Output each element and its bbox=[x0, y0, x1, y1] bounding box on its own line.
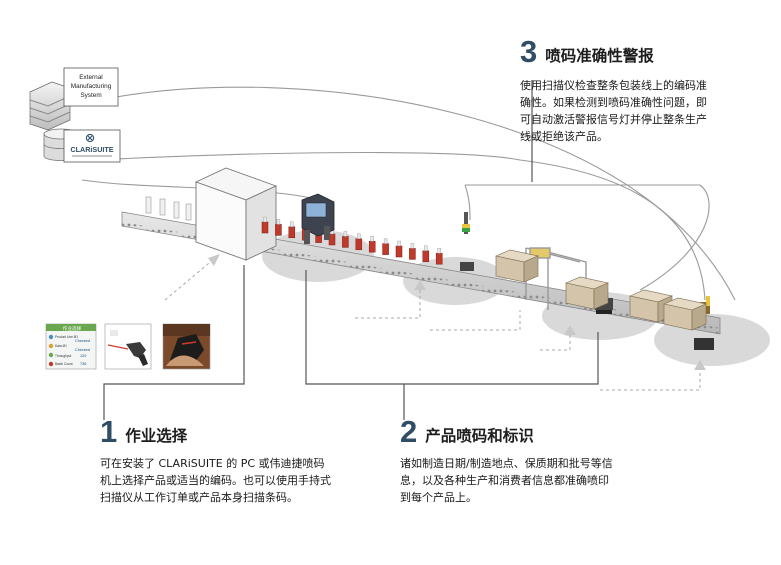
screen-value-4: 736 bbox=[80, 362, 86, 366]
step-2-number: 2 bbox=[400, 414, 418, 449]
step-1-description-line: 可在安装了 CLARiSUITE 的 PC 或伟迪捷喷码 bbox=[100, 457, 325, 470]
bottle bbox=[355, 233, 363, 251]
screen-value-1: Checked bbox=[75, 339, 90, 343]
step-1-number: 1 bbox=[100, 414, 118, 449]
step-3-description-line: 使用扫描仪检查整条包装线上的编码准 bbox=[520, 79, 707, 92]
bottle bbox=[288, 221, 296, 239]
step-3-description-line: 线或拒绝该产品。 bbox=[520, 130, 608, 143]
handheld-scanner-thumbnail bbox=[104, 323, 152, 370]
step-3-description-line: 可自动激活警报信号灯并停止整条生产 bbox=[520, 113, 707, 126]
bottle bbox=[409, 243, 416, 260]
screen-value-2: Checked bbox=[75, 348, 90, 352]
step-2-description-line: 到每个产品上。 bbox=[400, 491, 477, 504]
clarisuite-logo-icon bbox=[85, 133, 95, 143]
scanner-station-1 bbox=[460, 212, 474, 271]
screen-row-1: Product Line Ø1 bbox=[55, 335, 78, 339]
screen-row-3: Throughput bbox=[55, 354, 71, 358]
bottle bbox=[368, 235, 376, 253]
screen-title: 作业选择 bbox=[63, 325, 82, 332]
step-3-title: 喷码准确性警报 bbox=[545, 47, 654, 65]
step-3-coding-accuracy-alert: 3 喷码准确性警报 使用扫描仪检查整条包装线上的编码准 确性。如果检测到喷码准确性… bbox=[520, 36, 750, 145]
cardboard-boxes bbox=[495, 249, 707, 331]
filling-machine bbox=[194, 167, 278, 261]
step-2-title: 产品喷码和标识 bbox=[425, 427, 534, 445]
screen-row-4: Batch Count bbox=[55, 362, 73, 366]
flow-arrows bbox=[164, 257, 701, 391]
step-1-description-line: 机上选择产品或适当的编码。也可以使用手持式 bbox=[100, 474, 331, 487]
bottle bbox=[435, 247, 443, 265]
cardboard-box bbox=[663, 297, 707, 331]
step-3-number: 3 bbox=[520, 34, 538, 69]
database-label: CLARiSUITE bbox=[70, 145, 113, 154]
screen-value-3: 120 bbox=[80, 354, 86, 358]
bottle bbox=[261, 216, 269, 234]
bottle bbox=[395, 240, 403, 258]
job-selection-screen-thumbnail: 作业选择 Product Line Ø1 Checked Data Ø1 Che… bbox=[45, 323, 97, 370]
network-cables bbox=[81, 86, 736, 301]
step-1-job-selection: 1 作业选择 可在安装了 CLARiSUITE 的 PC 或伟迪捷喷码 机上选择产… bbox=[100, 416, 360, 506]
step-1-description: 可在安装了 CLARiSUITE 的 PC 或伟迪捷喷码 机上选择产品或适当的编… bbox=[100, 455, 360, 506]
step-1-description-line: 扫描仪从工作订单或产品本身扫描条码。 bbox=[100, 491, 298, 504]
bottle bbox=[422, 245, 430, 263]
server-label-line-3: System bbox=[80, 92, 101, 99]
step-2-description-line: 息，以及各种生产和消费者信息都准确喷印 bbox=[400, 474, 609, 487]
screen-row-2: Data Ø1 bbox=[55, 344, 67, 348]
external-manufacturing-server: External Manufacturing System bbox=[29, 67, 119, 131]
cardboard-box bbox=[495, 249, 539, 283]
empty-bottles bbox=[145, 196, 192, 221]
clarisuite-database: CLARiSUITE bbox=[43, 128, 121, 163]
bottle bbox=[342, 231, 349, 248]
server-label-line-1: External bbox=[79, 74, 102, 81]
flow-arrowheads bbox=[208, 254, 706, 370]
inkjet-printer bbox=[301, 193, 335, 244]
step-1-title: 作业选择 bbox=[125, 427, 188, 445]
step-2-description-line: 诸如制造日期/制造地点、保质期和批号等信 bbox=[400, 457, 613, 470]
cardboard-box bbox=[565, 276, 609, 310]
scanner-in-hand-thumbnail bbox=[162, 323, 211, 370]
step-3-description-line: 确性。如果检测到喷码准确性问题，即 bbox=[520, 96, 707, 109]
bottle bbox=[275, 219, 282, 236]
step-3-description: 使用扫描仪检查整条包装线上的编码准 确性。如果检测到喷码准确性问题，即 可自动激… bbox=[520, 77, 750, 145]
step-2-product-coding: 2 产品喷码和标识 诸如制造日期/制造地点、保质期和批号等信 息，以及各种生产和消… bbox=[400, 416, 650, 506]
server-label-line-2: Manufacturing bbox=[71, 83, 112, 90]
callout-leaders bbox=[103, 80, 599, 420]
step-2-description: 诸如制造日期/制造地点、保质期和批号等信 息，以及各种生产和消费者信息都准确喷印… bbox=[400, 455, 650, 506]
bottle bbox=[382, 238, 389, 255]
